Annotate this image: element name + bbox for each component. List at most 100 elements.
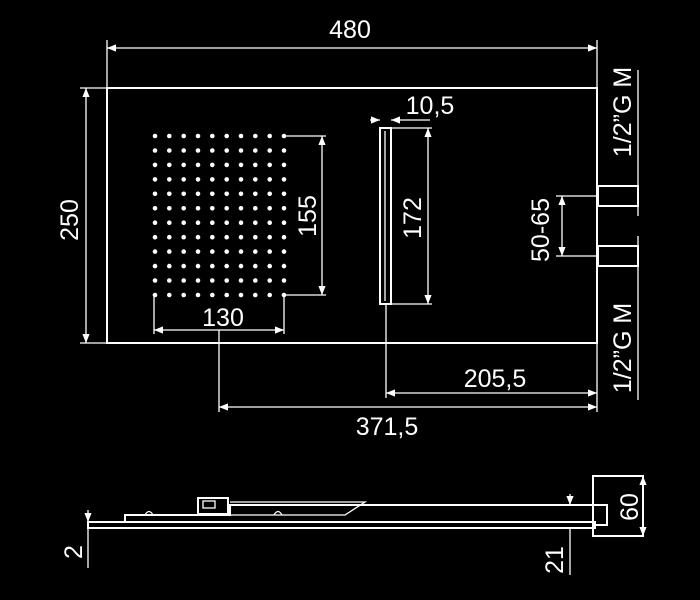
wedge-profile [230,501,368,516]
nozzle-dot [167,278,172,283]
dimension-label-480: 480 [329,16,371,44]
nozzle-dot [152,220,158,225]
nozzle-dot [195,249,201,254]
nozzle-dot [267,206,273,211]
nozzle-dot [224,292,229,298]
nozzle-dot [181,191,186,197]
nozzle-dot [253,133,258,139]
nozzle-dot [281,148,287,153]
dimension-grid-height: 155 [286,135,326,296]
dimension-slot-to-edge: 205,5 [385,304,598,412]
nozzle-dot [210,234,215,240]
nozzle-dot [181,278,186,283]
dimension-label-250: 250 [56,199,84,241]
nozzle-dot [167,191,172,197]
nozzle-dot [181,177,186,182]
nozzle-dot [267,220,273,225]
nozzle-dot [152,278,158,283]
nozzle-dot [181,234,186,240]
nozzle-dot [253,278,258,283]
nozzle-dot [281,206,287,211]
nozzle-dot [152,234,158,240]
nozzle-dot [267,177,273,182]
nozzle-dot [267,278,273,283]
dimension-profile-thickness: 2 [60,510,92,568]
nozzle-dot [224,133,229,139]
control-knob-inner [202,500,216,509]
nozzle-dot [181,263,186,269]
nozzle-bump-left [144,510,154,516]
nozzle-dot [281,249,287,254]
nozzle-dot [181,249,186,254]
dimension-grid-width: 130 [153,295,285,334]
nozzle-dot [152,249,158,254]
nozzle-dot [210,278,215,283]
dimension-inlet-spacing: 50-65 [527,195,598,262]
nozzle-dot [281,234,287,240]
control-knob [197,497,229,515]
nozzle-dot [253,206,258,211]
nozzle-dot [210,177,215,182]
nozzle-dot [238,234,244,240]
nozzle-dot [238,191,244,197]
nozzle-dot [210,133,215,139]
nozzle-dot [181,206,186,211]
dimension-label-172: 172 [399,197,427,239]
nozzle-dot [238,162,244,168]
nozzle-dot [167,292,172,298]
nozzle-dot [210,249,215,254]
nozzle-dot [267,249,273,254]
nozzle-dot [181,220,186,225]
nozzle-dot [253,177,258,182]
connection-labels: 1/2”G M 1/2”G M [609,67,639,400]
nozzle-dot [238,133,244,139]
nozzle-dot [181,133,186,139]
nozzle-dot [281,278,287,283]
nozzle-dot [181,148,186,153]
nozzle-dot [267,234,273,240]
side-view [87,475,644,537]
nozzle-dot [152,191,158,197]
nozzle-dot [281,162,287,168]
nozzle-dot [253,148,258,153]
nozzle-dot [195,234,201,240]
dimension-label-2: 2 [60,545,88,559]
nozzle-grid [152,133,287,298]
nozzle-dot [195,292,201,298]
nozzle-dot [152,263,158,269]
nozzle-dot [224,220,229,225]
nozzle-dot [281,133,287,139]
inlet-connector-bottom [597,245,639,267]
nozzle-dot [267,292,273,298]
nozzle-dot [281,191,287,197]
dimension-slot-height: 172 [391,127,432,305]
nozzle-dot [238,278,244,283]
nozzle-dot [167,249,172,254]
dimension-grid-to-edge: 371,5 [218,330,597,441]
nozzle-dot [224,263,229,269]
nozzle-dot [238,177,244,182]
nozzle-dot [210,191,215,197]
nozzle-dot [195,220,201,225]
nozzle-dot [167,162,172,168]
nozzle-dot [281,177,287,182]
nozzle-dot [224,177,229,182]
dimension-height-total: 250 [56,87,107,344]
base-plate [87,521,596,529]
top-view [106,87,639,344]
nozzle-dot [253,249,258,254]
dimension-width-total: 480 [106,16,598,88]
nozzle-dot [267,263,273,269]
nozzle-dot [253,191,258,197]
nozzle-dot [195,191,201,197]
nozzle-dot [152,177,158,182]
nozzle-dot [267,148,273,153]
nozzle-dot [253,292,258,298]
nozzle-dot [195,263,201,269]
nozzle-dot [253,263,258,269]
nozzle-dot [238,292,244,298]
dimension-label-130: 130 [202,304,244,332]
nozzle-dot [210,220,215,225]
nozzle-dot [224,234,229,240]
